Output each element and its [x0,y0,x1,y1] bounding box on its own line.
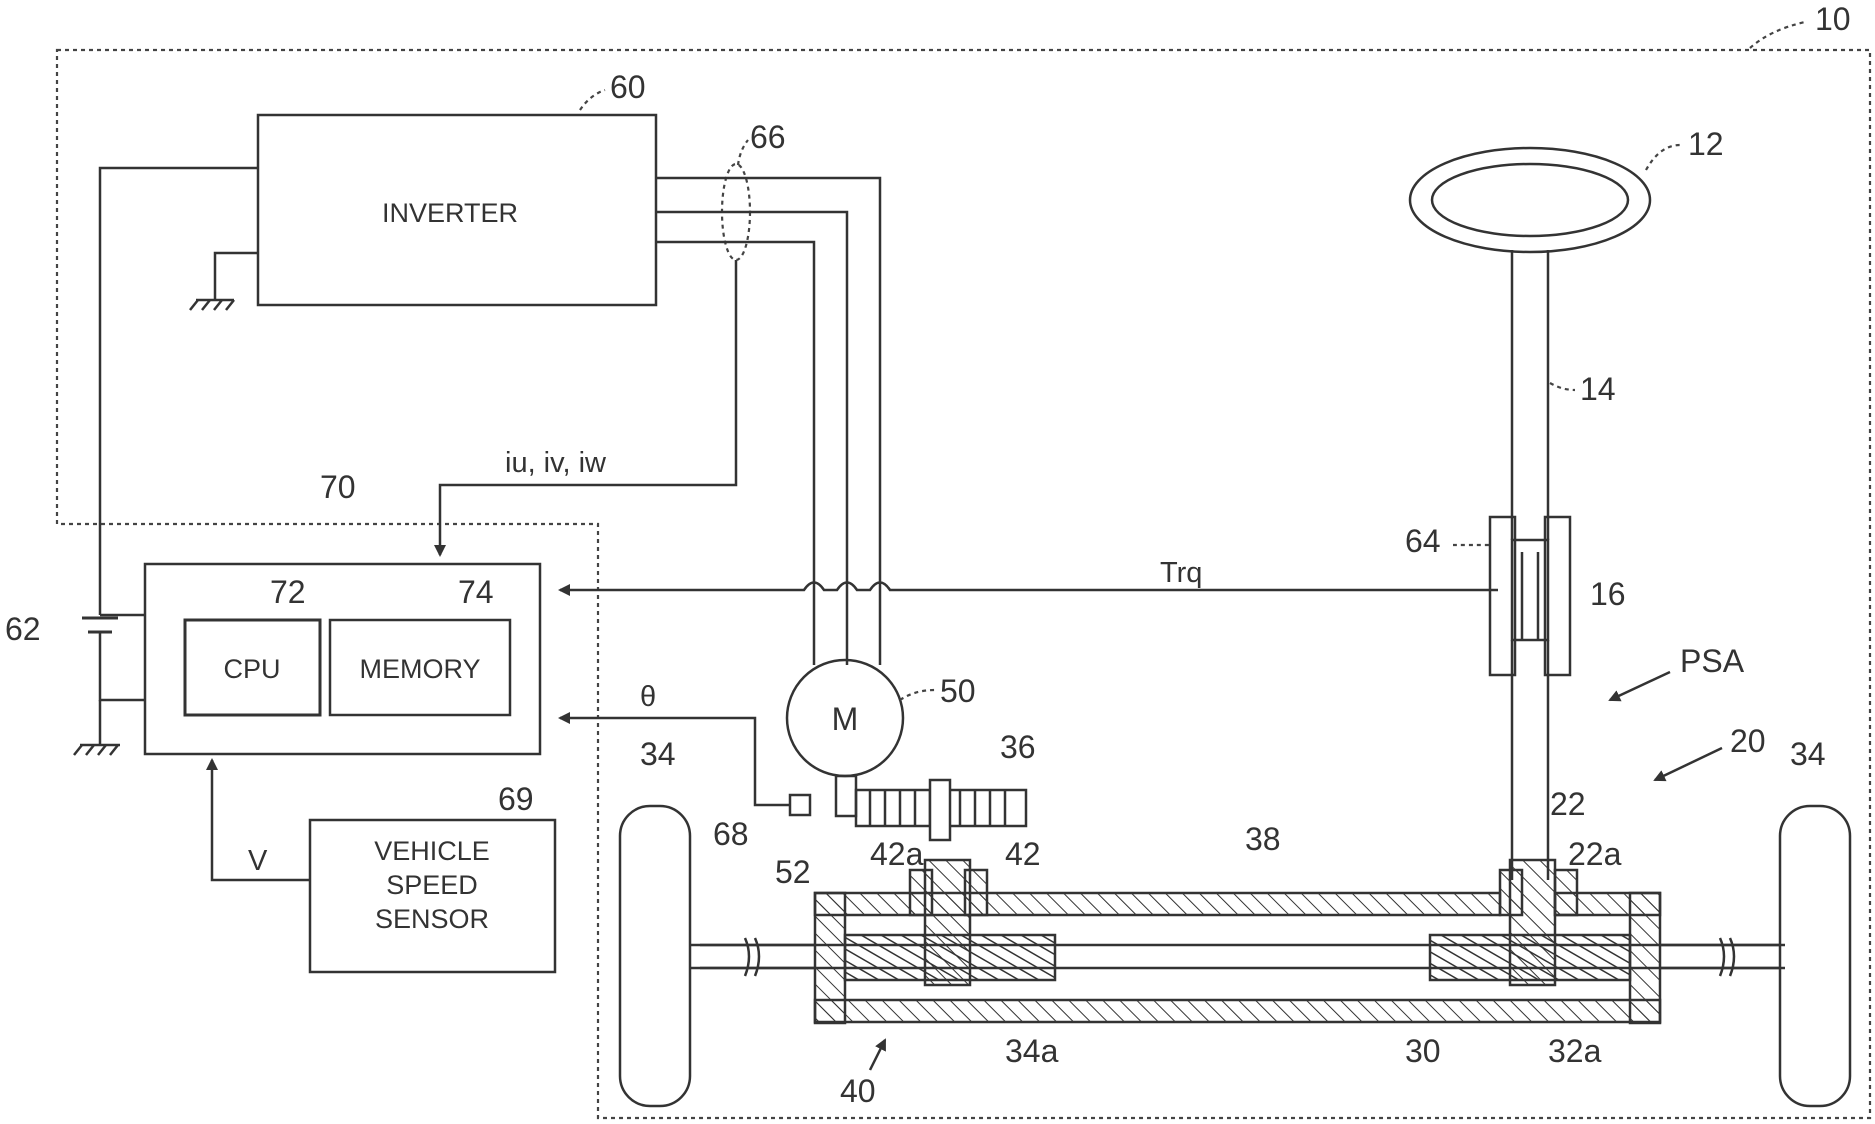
ref-42: 42 [1005,836,1041,872]
ref-16: 16 [1590,576,1626,612]
battery-symbol [74,615,145,755]
ref-20: 20 [1730,723,1766,759]
angle-signal-label: θ [640,681,656,713]
ref-36: 36 [1000,729,1036,765]
ref-64: 64 [1405,523,1441,559]
motor-label: M [832,701,859,737]
vss-line3: SENSOR [375,904,489,934]
rotation-angle-sensor [790,795,810,815]
ref-40: 40 [840,1073,876,1109]
ref-psa: PSA [1680,643,1745,679]
ref-32a: 32a [1548,1033,1602,1069]
vehicle-speed-sensor-block: VEHICLE SPEED SENSOR [310,820,555,972]
three-phase-lines [656,178,880,665]
ref-34-right: 34 [1790,736,1826,772]
ref-62: 62 [5,611,41,647]
steering-shaft [1512,250,1548,540]
ref-68: 68 [713,816,749,852]
torque-sensor [1490,517,1570,675]
ref-42a: 42a [870,836,924,872]
pinion-22a [1510,860,1555,985]
ref-22a: 22a [1568,836,1622,872]
left-wheel [620,806,690,1106]
torque-signal-label: Trq [1160,557,1202,589]
inverter-block: INVERTER [258,115,656,305]
steering-wheel [1410,148,1650,252]
current-signal-label: iu, iv, iw [505,447,607,479]
ref-10: 10 [1815,1,1851,37]
ref-34a: 34a [1005,1033,1059,1069]
ref-72: 72 [270,574,306,610]
torque-signal-line [560,583,1498,591]
ref-14: 14 [1580,371,1616,407]
left-tie-rod [690,938,815,976]
right-wheel [1780,806,1850,1106]
motor-shaft [836,776,856,816]
ref-52: 52 [775,854,811,890]
inverter-ground-symbol [190,253,258,310]
ref-70: 70 [320,469,356,505]
ref-60: 60 [610,69,646,105]
cpu-label: CPU [223,654,280,684]
inverter-label: INVERTER [382,198,518,228]
ref-38: 38 [1245,821,1281,857]
ref-50: 50 [940,673,976,709]
ref-74: 74 [458,574,494,610]
power-supply-line [100,168,258,615]
ref-30: 30 [1405,1033,1441,1069]
vss-line1: VEHICLE [374,836,490,866]
ref-12: 12 [1688,126,1724,162]
memory-label: MEMORY [359,654,480,684]
ref-22: 22 [1550,786,1586,822]
ref-66: 66 [750,119,786,155]
worm-gear [856,780,1026,840]
pinion-42 [925,860,970,985]
ref-34-left: 34 [640,736,676,772]
ref-69: 69 [498,781,534,817]
pinion-shaft [1512,640,1548,880]
vss-line2: SPEED [386,870,478,900]
right-tie-rod [1660,938,1780,976]
speed-signal-label: V [248,845,268,877]
